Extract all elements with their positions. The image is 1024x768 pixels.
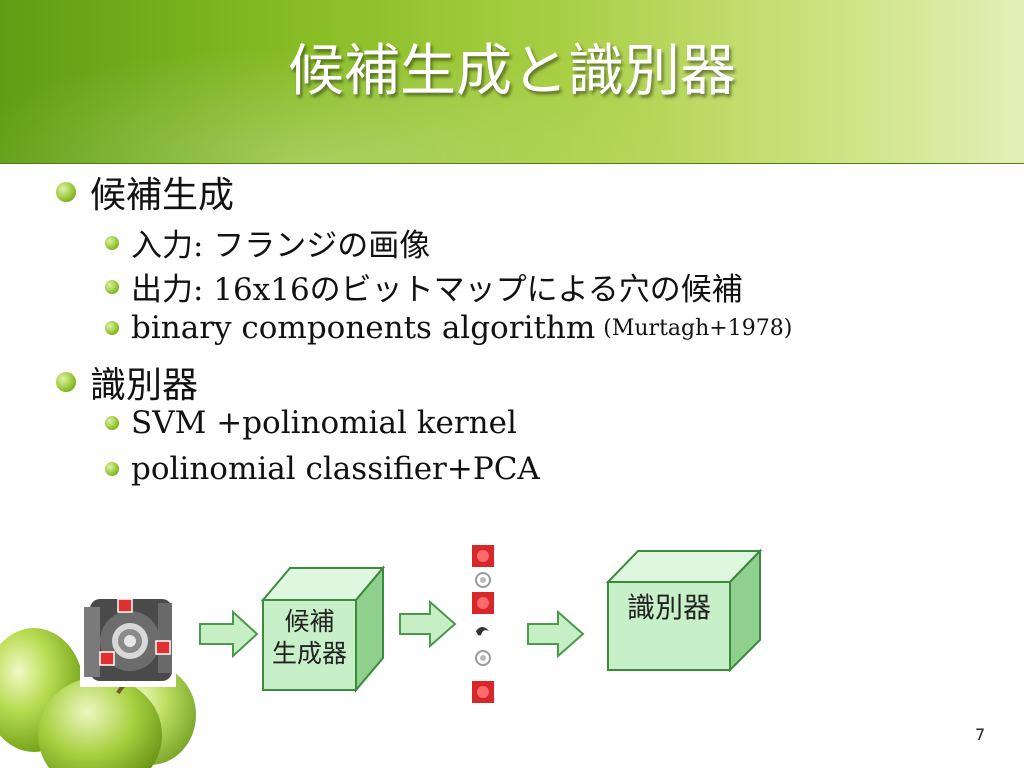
arrow-right-icon: [399, 599, 457, 649]
bullet-dot-icon: [105, 416, 119, 430]
green-apples-decoration: [0, 628, 196, 768]
sub-bullet-algorithm: binary components algorithm (Murtagh+197…: [105, 310, 792, 346]
generator-label-line2: 生成器: [271, 639, 347, 668]
bullet-text: binary components algorithm: [131, 310, 596, 346]
bullet-dot-icon: [105, 321, 119, 335]
bullet-text: 入力: フランジの画像: [131, 228, 431, 264]
bullet-dot-icon: [56, 182, 76, 202]
sub-bullet-input: 入力: フランジの画像: [105, 220, 430, 265]
sub-bullet-svm: SVM +polinomial kernel: [105, 405, 517, 441]
bullet-text: SVM +polinomial kernel: [131, 405, 517, 441]
generator-label-line1: 候補: [284, 607, 335, 636]
apple-front: [38, 677, 162, 768]
candidate-dark-crescent: [476, 627, 489, 636]
hole-marker: [117, 598, 133, 613]
bullet-text: 識別器: [90, 365, 199, 406]
title-bar: 候補生成と識別器: [0, 0, 1024, 164]
page-number: 7: [975, 725, 986, 744]
generator-cube: [260, 565, 386, 693]
citation: (Murtagh+1978): [603, 315, 793, 341]
bullet-text: 候補生成: [90, 175, 235, 216]
hole-marker: [155, 640, 171, 655]
title-bar-sheen: [0, 0, 1024, 163]
bullet-dot-icon: [56, 372, 76, 392]
bullet-text: polinomial classifier+PCA: [131, 451, 540, 487]
sub-bullet-polynomial: polinomial classifier+PCA: [105, 451, 540, 487]
bullet-text: 出力: 16x16のビットマップによる穴の候補: [131, 272, 743, 308]
hole-marker: [99, 651, 115, 666]
classifier-label: 識別器: [626, 591, 711, 624]
sub-bullet-output: 出力: 16x16のビットマップによる穴の候補: [105, 264, 743, 309]
slide-title: 候補生成と識別器: [288, 39, 736, 104]
bullet-candidate-generation: 候補生成: [56, 166, 234, 218]
classifier-cube: [605, 548, 763, 673]
arrow-right-icon: [199, 609, 259, 659]
bullet-classifier: 識別器: [56, 356, 198, 408]
flange-image: [80, 597, 176, 687]
bullet-dot-icon: [105, 279, 119, 294]
bullet-dot-icon: [105, 235, 119, 250]
generator-label: 候補 生成器: [263, 606, 356, 670]
candidate-patches: [472, 545, 494, 703]
arrow-right-icon: [527, 609, 585, 659]
bullet-dot-icon: [105, 462, 119, 476]
